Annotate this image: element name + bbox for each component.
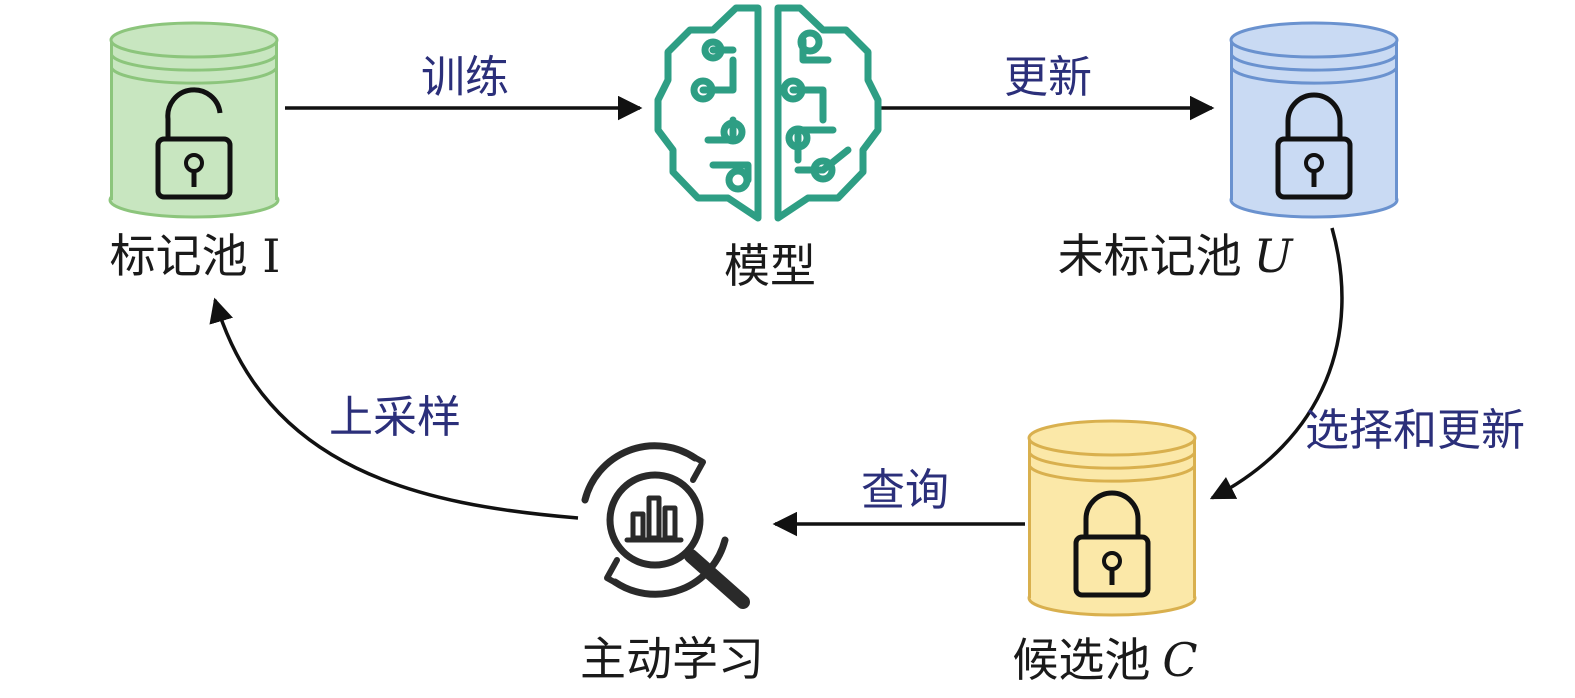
edge-select-and-update: 选择和更新 xyxy=(1209,227,1525,500)
labeled-pool-label: 标记池 I xyxy=(110,229,281,283)
active-learning-node xyxy=(581,442,750,609)
unlabeled-pool-label-text: 未标记池 xyxy=(1058,229,1242,283)
unlock-icon xyxy=(155,87,233,200)
edge-label-upsample: 上采样 xyxy=(329,392,461,443)
candidate-pool-label-text: 候选池 xyxy=(1012,633,1150,687)
candidate-pool xyxy=(1027,419,1197,617)
active-learning-label: 主动学习 xyxy=(580,632,764,686)
lock-icon xyxy=(1275,92,1353,200)
candidate-pool-var: C xyxy=(1162,633,1197,687)
edge-label-select-and-update: 选择和更新 xyxy=(1305,405,1525,456)
model-label: 模型 xyxy=(724,239,816,293)
unlabeled-pool xyxy=(1229,21,1399,219)
edge-label-update: 更新 xyxy=(1004,52,1092,103)
lock-icon xyxy=(1073,490,1151,598)
edge-label-query: 查询 xyxy=(861,465,949,516)
brain-circuit-icon xyxy=(654,4,882,222)
edge-upsample: 上采样 xyxy=(209,297,579,520)
magnifier-chart-icon xyxy=(581,442,750,609)
model-node xyxy=(654,4,882,222)
edge-label-train: 训练 xyxy=(421,52,509,103)
edge-query: 查询 xyxy=(772,465,1025,537)
edge-train: 训练 xyxy=(285,52,643,121)
edge-update: 更新 xyxy=(880,52,1215,121)
labeled-pool xyxy=(108,21,280,219)
unlabeled-pool-var: U xyxy=(1254,229,1295,283)
